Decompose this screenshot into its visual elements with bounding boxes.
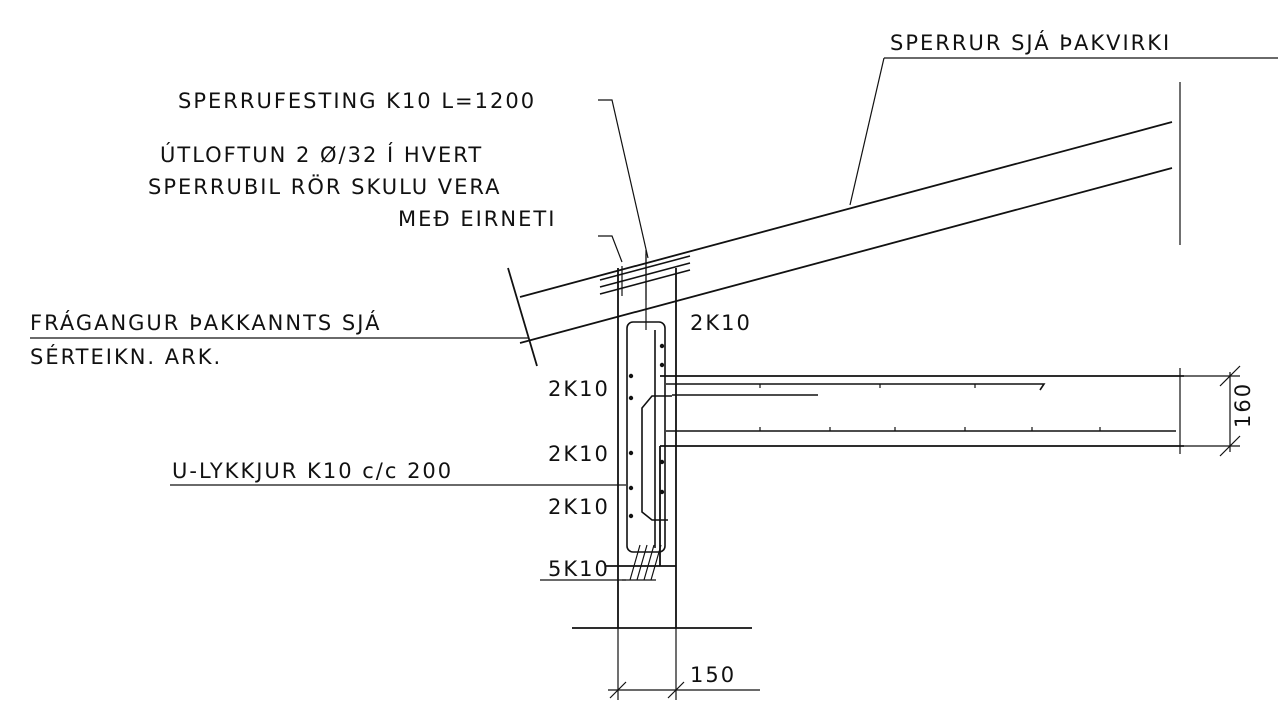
edge-beam [572, 250, 752, 629]
leaders [30, 57, 1278, 581]
dimension-150-label: 150 [690, 663, 736, 687]
u-loop-bar [641, 395, 672, 521]
rebar-label-middle: 2K10 [548, 442, 610, 466]
ventilation-label-line2: SPERRUBIL RÖR SKULU VERA [148, 174, 502, 199]
edge-finish-label-line2: SÉRTEIKN. ARK. [30, 344, 222, 369]
rafter-bottom-edge [519, 167, 1173, 344]
rafter-fixing-label: SPERRUFESTING K10 L=1200 [178, 89, 536, 113]
rebar-label-lower: 2K10 [548, 495, 610, 519]
ventilation-label-line1: ÚTLOFTUN 2 Ø/32 Í HVERT [160, 142, 483, 167]
rebar-label-upper: 2K10 [548, 377, 610, 401]
rafter-top-edge [519, 121, 1173, 298]
rafter [507, 82, 1181, 367]
dimension-150 [608, 628, 760, 700]
edge-finish-label-line1: FRÁGANGUR ÞAKKANNTS SJÁ [30, 310, 381, 335]
rafter-fixing-bars [599, 254, 691, 300]
rebar-label-bottom: 5K10 [548, 557, 610, 581]
dimension-160 [1184, 365, 1241, 457]
rafters-label: SPERRUR SJÁ ÞAKVIRKI [890, 30, 1171, 55]
floor-slab [660, 368, 1184, 454]
wall-reinforcement [622, 321, 672, 581]
rafter-left-cut [507, 267, 538, 367]
u-loops-label: U-LYKKJUR K10 c/c 200 [172, 459, 453, 483]
stirrup-outer [626, 321, 666, 553]
dimension-160-label: 160 [1231, 382, 1255, 428]
rebar-label-top-right: 2K10 [690, 311, 752, 335]
slab-bar-ticks [759, 384, 1101, 431]
slab-top-bar [666, 383, 1046, 391]
ventilation-label-line3: MEÐ EIRNETI [398, 207, 556, 231]
